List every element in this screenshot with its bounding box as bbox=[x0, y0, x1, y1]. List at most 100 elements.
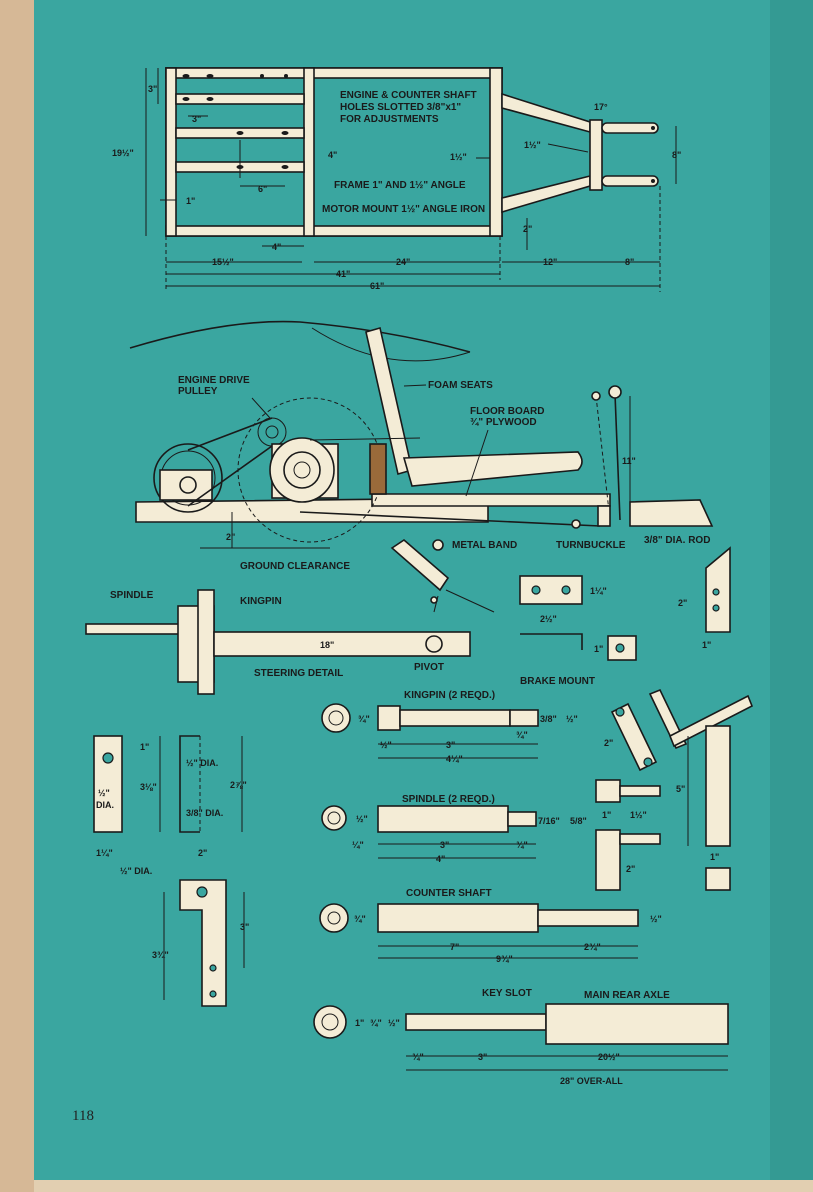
spindle-part: SPINDLE (2 REQD.) ½" 7/16" 5/8" ¼" 3" ¾"… bbox=[321, 794, 587, 864]
frame-cross-rail bbox=[303, 67, 315, 237]
kingpin-title: KINGPIN (2 REQD.) bbox=[404, 690, 495, 701]
steering-line bbox=[129, 320, 471, 353]
dim-kp-3-4b: ¾" bbox=[516, 730, 528, 740]
note-frame: FRAME 1" AND 1½" ANGLE bbox=[334, 180, 466, 191]
dim-ax-1: 1" bbox=[355, 1018, 364, 1028]
dim-2: 2" bbox=[523, 224, 532, 234]
dim-br-2-875: 2⅞" bbox=[230, 780, 247, 790]
pedal-block-1 bbox=[595, 779, 621, 803]
spindle-thread bbox=[507, 811, 537, 827]
dim-sp-3-4: ¾" bbox=[516, 840, 528, 850]
label-ground-clearance: GROUND CLEARANCE bbox=[240, 561, 350, 572]
spindle-body bbox=[377, 805, 509, 833]
dim-cs-1-2: ½" bbox=[650, 914, 662, 924]
dim-ax-3-4b: ¾" bbox=[412, 1052, 424, 1062]
bracket-plate bbox=[93, 735, 123, 833]
dim-cs-7: 7" bbox=[450, 942, 459, 952]
dim-17-deg: 17° bbox=[594, 102, 608, 112]
label-foam-seats: FOAM SEATS bbox=[428, 380, 493, 391]
dim-br-1: 1" bbox=[140, 742, 149, 752]
pedal-arm bbox=[610, 702, 658, 772]
dim-kp-1-2r: ½" bbox=[566, 714, 578, 724]
dim-kp-3: 3" bbox=[446, 740, 455, 750]
frame-bottom-rail bbox=[165, 225, 503, 237]
note-engine-2: HOLES SLOTTED 3/8"x1" bbox=[340, 102, 461, 113]
label-pivot: PIVOT bbox=[414, 662, 444, 673]
frame-front-rail bbox=[489, 67, 503, 237]
dim-kp-3-8: 3/8" bbox=[540, 714, 557, 724]
dim-br-1-2: ½" bbox=[98, 788, 110, 798]
note-engine-1: ENGINE & COUNTER SHAFT bbox=[340, 90, 477, 101]
counter-shaft: COUNTER SHAFT ¾" ½" 7" 2¾" 9¾" bbox=[319, 888, 662, 964]
pedal-block-2 bbox=[595, 829, 621, 891]
dim-sp-1-4: ¼" bbox=[352, 840, 364, 850]
axle-sleeve bbox=[545, 1003, 729, 1045]
dim-cs-9-75: 9¾" bbox=[496, 954, 513, 964]
dim-pd-2b: 2" bbox=[626, 864, 635, 874]
dim-pd-1b: 1" bbox=[710, 852, 719, 862]
dim-brake-1: 1" bbox=[594, 644, 603, 654]
spindle-arm-bottom bbox=[601, 175, 659, 187]
pedal-post-end bbox=[705, 867, 731, 891]
dim-br-2: 2" bbox=[198, 848, 207, 858]
gutter-shadow bbox=[770, 0, 813, 1180]
rear-axle-title: MAIN REAR AXLE bbox=[584, 990, 670, 1001]
label-dia-rod: 3/8" DIA. ROD bbox=[644, 535, 710, 546]
frame-plan: ENGINE & COUNTER SHAFT HOLES SLOTTED 3/8… bbox=[112, 67, 681, 292]
dim-brake-2r: 2" bbox=[678, 598, 687, 608]
dim-18: 18" bbox=[320, 640, 334, 650]
metal-band bbox=[390, 538, 450, 592]
dim-sp-7-16: 7/16" bbox=[538, 816, 560, 826]
dim-3b: 3" bbox=[192, 114, 201, 124]
dim-15-5: 15½" bbox=[212, 257, 234, 267]
counter-shaft-title: COUNTER SHAFT bbox=[406, 888, 492, 899]
dim-kp-4-25: 4¼" bbox=[446, 754, 463, 764]
dim-sp-4: 4" bbox=[436, 854, 445, 864]
frame-top-rail bbox=[165, 67, 503, 79]
kingpin bbox=[197, 589, 215, 695]
dim-cs-3-4: ¾" bbox=[354, 914, 366, 924]
dim-ax-3-4: ¾" bbox=[370, 1018, 382, 1028]
dim-pd-5: 5" bbox=[676, 784, 685, 794]
dim-sp-1-2: ½" bbox=[356, 814, 368, 824]
dim-8v: 8" bbox=[672, 150, 681, 160]
rear-pulley bbox=[153, 443, 223, 513]
dim-4v: 4" bbox=[328, 150, 337, 160]
engine-mount-1 bbox=[175, 93, 305, 105]
label-spindle: SPINDLE bbox=[110, 590, 154, 601]
axle-bracket: 1" ½" DIA. 3⅛" ½" DIA. 2⅞" 3/8" DIA. 1¼"… bbox=[93, 735, 247, 858]
frame-rear-rail bbox=[165, 67, 177, 237]
pedal-rod bbox=[668, 694, 754, 748]
turnbuckle-bracket bbox=[597, 505, 611, 527]
note-engine-3: FOR ADJUSTMENTS bbox=[340, 114, 439, 125]
dim-ax-20-5: 20½" bbox=[598, 1052, 620, 1062]
dim-kp-1-2l: ½" bbox=[380, 740, 392, 750]
dim-ax-1-2: ½" bbox=[388, 1018, 400, 1028]
label-engine-drive: ENGINE DRIVE bbox=[178, 375, 250, 386]
dim-4h: 4" bbox=[272, 242, 281, 252]
pedal-post bbox=[705, 725, 731, 847]
dim-3a: 3" bbox=[148, 84, 157, 94]
dim-br-3-8-dia: 3/8" DIA. bbox=[186, 808, 223, 818]
pedal-bolt-2 bbox=[619, 833, 661, 845]
spindle-title: SPINDLE (2 REQD.) bbox=[402, 794, 495, 805]
axle-shaft bbox=[405, 1013, 547, 1031]
steering-title: STEERING DETAIL bbox=[254, 668, 343, 679]
brake-plate bbox=[519, 575, 583, 605]
front-axle-bracket bbox=[589, 119, 603, 191]
dim-1: 1" bbox=[186, 196, 195, 206]
dim-41: 41" bbox=[336, 269, 350, 279]
seat-bottom bbox=[402, 451, 583, 487]
dim-19-5: 19½" bbox=[112, 148, 134, 158]
pivot-hole bbox=[425, 635, 443, 653]
label-turnbuckle: TURNBUCKLE bbox=[556, 540, 626, 551]
kingpin-head bbox=[377, 705, 401, 731]
dim-pd-1-5: 1½" bbox=[630, 810, 647, 820]
brake-mount: 1¼" 2½" 1" BRAKE MOUNT 2" 1" bbox=[519, 546, 731, 687]
rear-axle: KEY SLOT MAIN REAR AXLE 1" ¾" ½" ¾" 3" 2… bbox=[313, 988, 729, 1086]
spindle-shaft bbox=[85, 623, 181, 635]
front-rail-end bbox=[629, 499, 714, 527]
floor-board bbox=[371, 493, 611, 507]
